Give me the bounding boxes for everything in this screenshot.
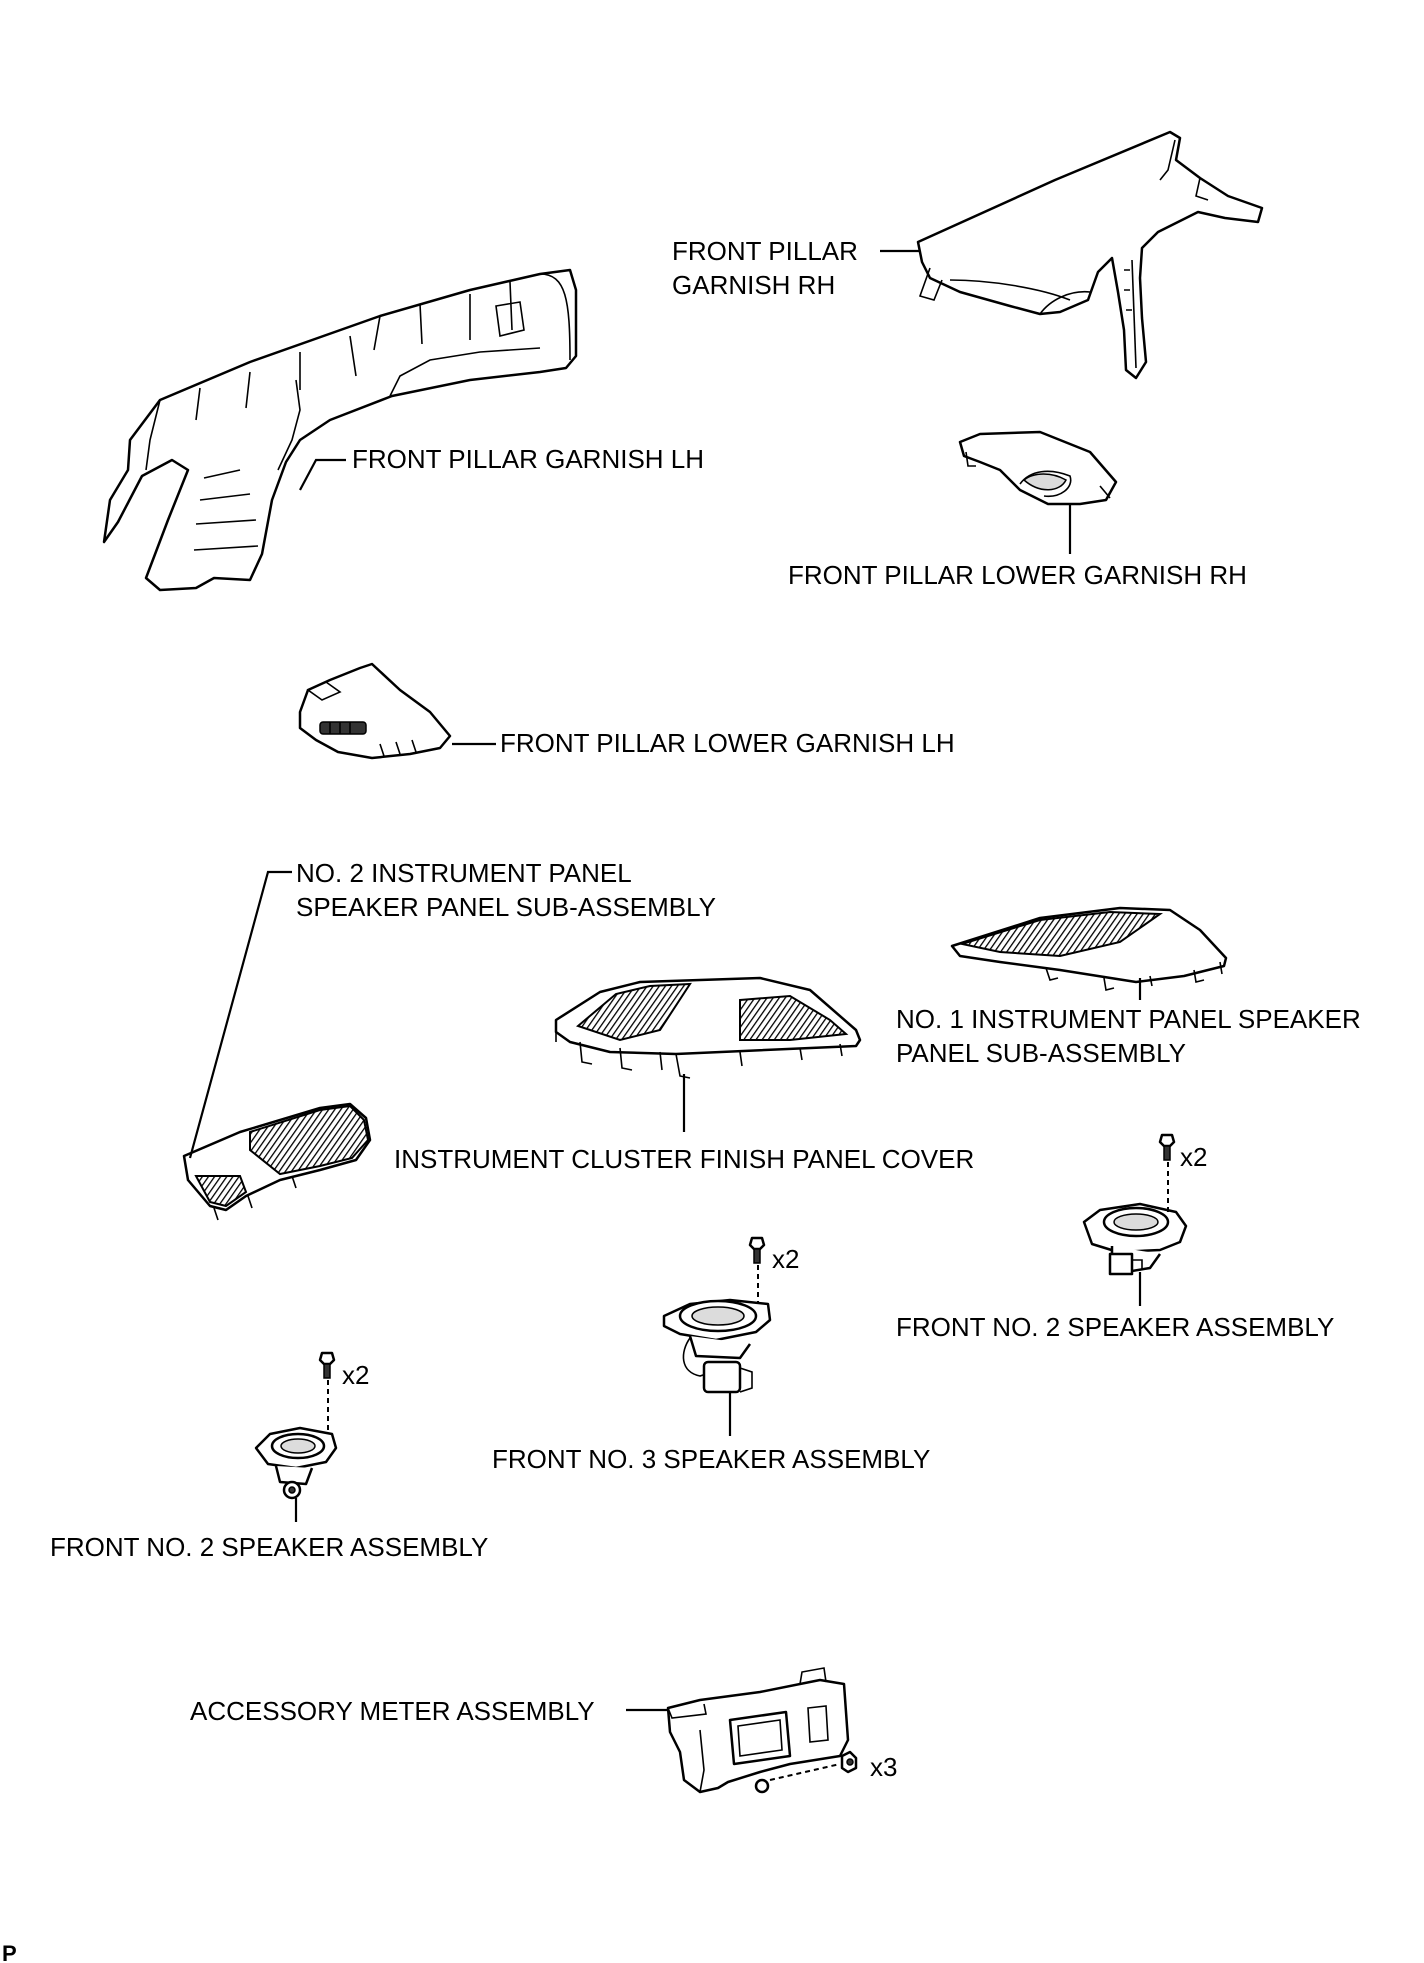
instrument-cluster-finish-panel-cover xyxy=(554,976,862,1079)
label-front-no3-speaker: FRONT NO. 3 SPEAKER ASSEMBLY xyxy=(492,1444,930,1474)
front-no2-speaker-right xyxy=(1082,1202,1188,1276)
front-no2-speaker-right-screw xyxy=(1158,1133,1176,1212)
no1-instrument-panel-speaker-panel xyxy=(950,906,1228,991)
leader-no2-instrument-panel-speaker-panel xyxy=(188,870,292,1159)
label-instrument-cluster-cover: INSTRUMENT CLUSTER FINISH PANEL COVER xyxy=(394,1144,974,1174)
label-front-pillar-garnish-rh-line2: GARNISH RH xyxy=(672,270,835,300)
label-front-no2-speaker-left: FRONT NO. 2 SPEAKER ASSEMBLY xyxy=(50,1532,488,1562)
front-pillar-garnish-rh xyxy=(916,130,1264,380)
front-no3-speaker xyxy=(662,1298,772,1394)
label-front-pillar-garnish-lh: FRONT PILLAR GARNISH LH xyxy=(352,444,704,474)
label-no2-ip-speaker-panel-line1: NO. 2 INSTRUMENT PANEL xyxy=(296,858,632,888)
qty-meter-screws: x3 xyxy=(870,1752,897,1782)
accessory-meter-assembly xyxy=(666,1667,850,1794)
front-no2-speaker-left-screw xyxy=(318,1351,336,1432)
qty-speaker-center-screws: x2 xyxy=(772,1244,799,1274)
front-pillar-lower-garnish-rh xyxy=(958,430,1118,506)
label-no1-ip-speaker-panel-line1: NO. 1 INSTRUMENT PANEL SPEAKER xyxy=(896,1004,1361,1034)
label-accessory-meter: ACCESSORY METER ASSEMBLY xyxy=(190,1696,595,1726)
accessory-meter-screw xyxy=(769,1750,858,1781)
corner-mark: P xyxy=(2,1941,17,1963)
label-no1-ip-speaker-panel-line2: PANEL SUB-ASSEMBLY xyxy=(896,1038,1186,1068)
front-no3-speaker-screw xyxy=(748,1236,766,1304)
label-front-pillar-garnish-rh-line1: FRONT PILLAR xyxy=(672,236,858,266)
qty-speaker-left-screws: x2 xyxy=(342,1360,369,1390)
label-front-no2-speaker-right: FRONT NO. 2 SPEAKER ASSEMBLY xyxy=(896,1312,1334,1342)
leader-front-pillar-garnish-lh xyxy=(299,458,346,491)
front-pillar-lower-garnish-lh xyxy=(298,662,452,760)
front-no2-speaker-left xyxy=(254,1426,338,1500)
qty-speaker-right-screws: x2 xyxy=(1180,1142,1207,1172)
label-no2-ip-speaker-panel-line2: SPEAKER PANEL SUB-ASSEMBLY xyxy=(296,892,716,922)
no2-instrument-panel-speaker-panel xyxy=(182,1102,372,1221)
front-pillar-garnish-lh xyxy=(102,268,578,592)
label-front-pillar-lower-garnish-rh: FRONT PILLAR LOWER GARNISH RH xyxy=(788,560,1247,590)
label-front-pillar-lower-garnish-lh: FRONT PILLAR LOWER GARNISH LH xyxy=(500,728,955,758)
